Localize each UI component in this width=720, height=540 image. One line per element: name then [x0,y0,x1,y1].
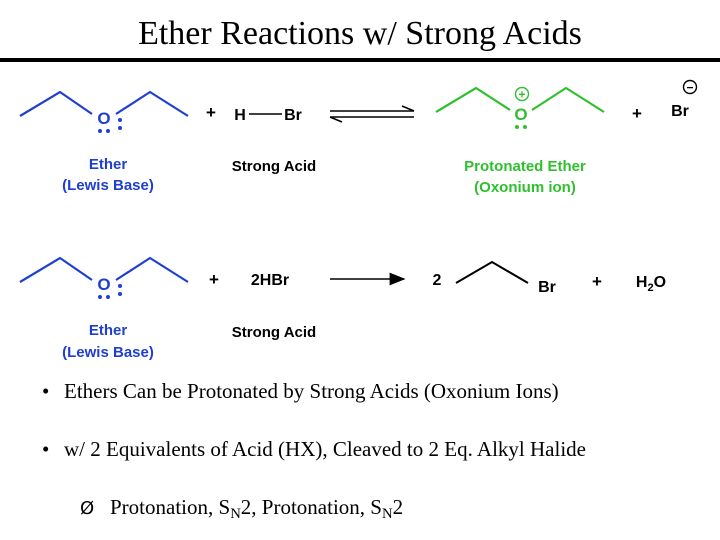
strong-acid-label: Strong Acid [232,324,316,341]
oxonium-ion: O + [435,86,605,129]
equilibrium-arrow [329,105,415,123]
svg-text:−: − [686,81,693,95]
hydrogen-bromide: H Br [234,107,302,124]
plus-sign: + [209,270,219,289]
bullet-cleavage: • w/ 2 Equivalents of Acid (HX), Cleaved … [42,436,586,462]
lewis-base-label: (Lewis Base) [62,177,154,194]
svg-text:Br: Br [538,279,556,296]
bullet-text: w/ 2 Equivalents of Acid (HX), Cleaved t… [64,437,586,461]
bromine-atom: Br [284,107,302,124]
ethyl-bromide: Br [455,260,556,296]
ether-label: Ether [89,156,128,173]
bullet-text: Ethers Can be Protonated by Strong Acids… [64,379,559,403]
page-title: Ether Reactions w/ Strong Acids [138,15,582,52]
oxygen-atom: O [97,109,110,128]
svg-text:Br: Br [671,103,689,120]
bromide-ion: Br − [671,79,698,120]
lone-pair-dots [515,125,527,129]
plus-sign: + [632,104,642,123]
strong-acid-label: Strong Acid [232,158,316,175]
ether-label: Ether [89,322,128,339]
water-molecule: H2O [636,274,666,294]
hbr-reagent: 2HBr [251,272,289,289]
ether-molecule-1: O [19,90,189,133]
plus-sign: + [206,103,216,122]
plus-sign: + [592,272,602,291]
oxygen-atom: O [514,105,527,124]
ether-molecule-2: O [19,256,189,299]
hydrogen-atom: H [234,107,246,124]
positive-charge: + [514,86,530,102]
lone-pair-dots [98,284,122,299]
oxygen-atom: O [97,275,110,294]
protonated-ether-label: Protonated Ether [464,158,586,175]
bullet-marker: • [42,437,50,461]
lone-pair-dots [98,118,122,133]
subbullet-marker: Ø [80,498,95,519]
bullet-protonation: • Ethers Can be Protonated by Strong Acid… [42,378,559,404]
title-underline [0,58,720,62]
product-coefficient: 2 [433,272,442,289]
oxonium-ion-label: (Oxonium ion) [474,179,576,196]
bullet-marker: • [42,379,50,403]
svg-text:+: + [518,88,525,102]
lewis-base-label: (Lewis Base) [62,344,154,361]
